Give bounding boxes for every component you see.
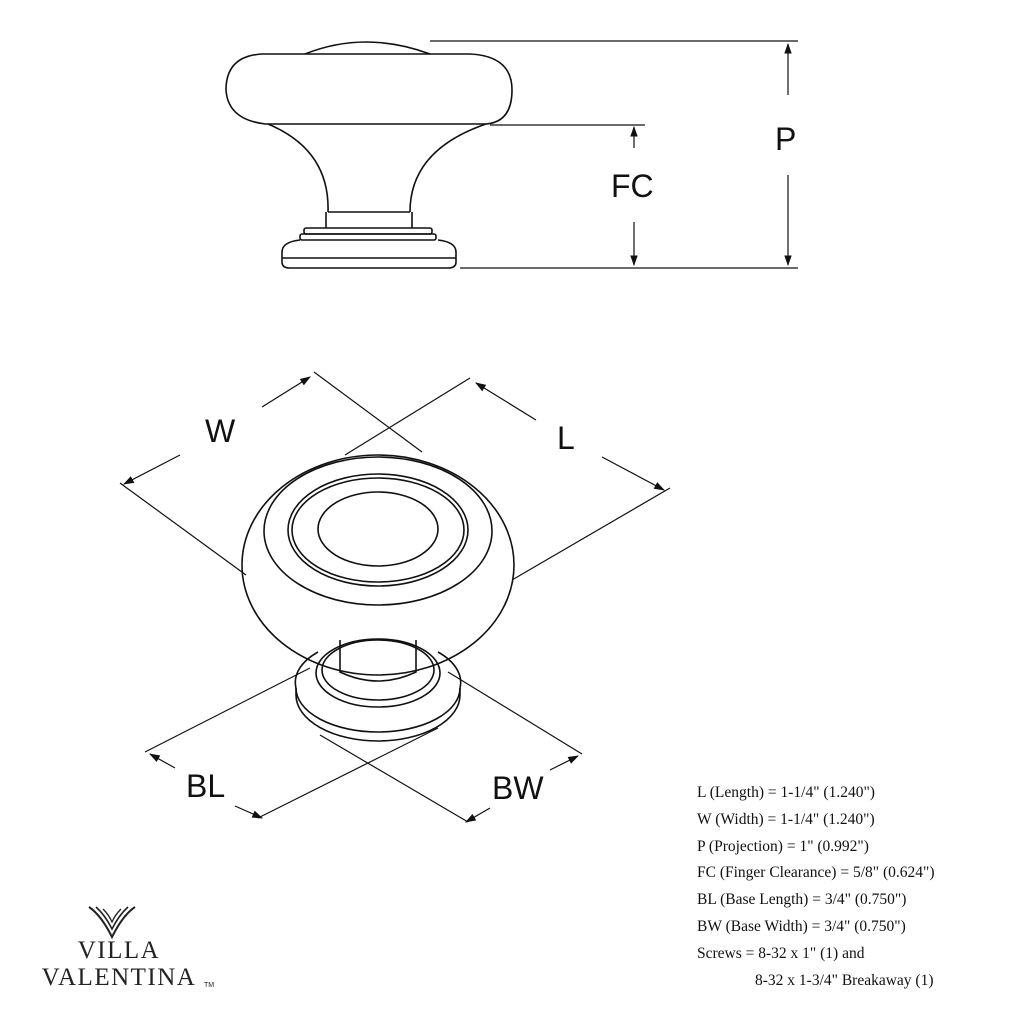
iso-head-top [263,456,493,606]
bw-arrow-left [465,807,491,823]
logo-line-2: VALENTINA [41,964,197,991]
logo-wordmark: VILLA VALENTINA [36,937,202,991]
iso-stem [339,640,417,682]
logo-v-mark-icon [88,906,136,939]
side-dimensions [430,40,798,269]
label-p: P [775,121,796,157]
label-bw: BW [492,770,544,806]
spec-screws: Screws = 8-32 x 1" (1) and [697,944,865,962]
knob-dome [304,41,431,55]
spec-screws-breakaway: 8-32 x 1-3/4" Breakaway (1) [755,971,934,989]
knob-base [281,239,457,269]
bl-arrow-left [149,753,176,769]
iso-base [295,687,461,733]
iso-dimensions [119,371,671,823]
iso-head-rim [241,454,515,676]
l-arrow-left [475,382,537,421]
w-arrow-right [261,376,311,408]
spec-width: W (Width) = 1-1/4" (1.240") [697,810,875,828]
label-bl: BL [186,768,225,804]
spec-base-width: BW (Base Width) = 3/4" (0.750") [697,917,906,935]
side-view [225,41,513,269]
iso-view [241,454,515,742]
label-l: L [557,420,575,456]
spec-base-length: BL (Base Length) = 3/4" (0.750") [697,891,907,909]
spec-list: L (Length) = 1-1/4" (1.240") W (Width) =… [697,780,934,994]
label-fc: FC [611,168,654,204]
label-w: W [205,413,236,449]
spec-finger-clearance: FC (Finger Clearance) = 5/8" (0.624") [697,864,935,882]
spec-projection: P (Projection) = 1" (0.992") [697,837,869,855]
logo-line-1: VILLA [77,937,161,964]
l-arrow-right [601,456,665,491]
knob-stem [267,123,329,213]
bw-arrow-right [549,755,579,771]
spec-length: L (Length) = 1-1/4" (1.240") [697,784,875,801]
w-arrow-left [123,454,181,485]
iso-center-disc [317,491,439,567]
knob-head [225,53,513,125]
bl-arrow-right [234,805,263,819]
logo-trademark: TM [204,982,215,989]
